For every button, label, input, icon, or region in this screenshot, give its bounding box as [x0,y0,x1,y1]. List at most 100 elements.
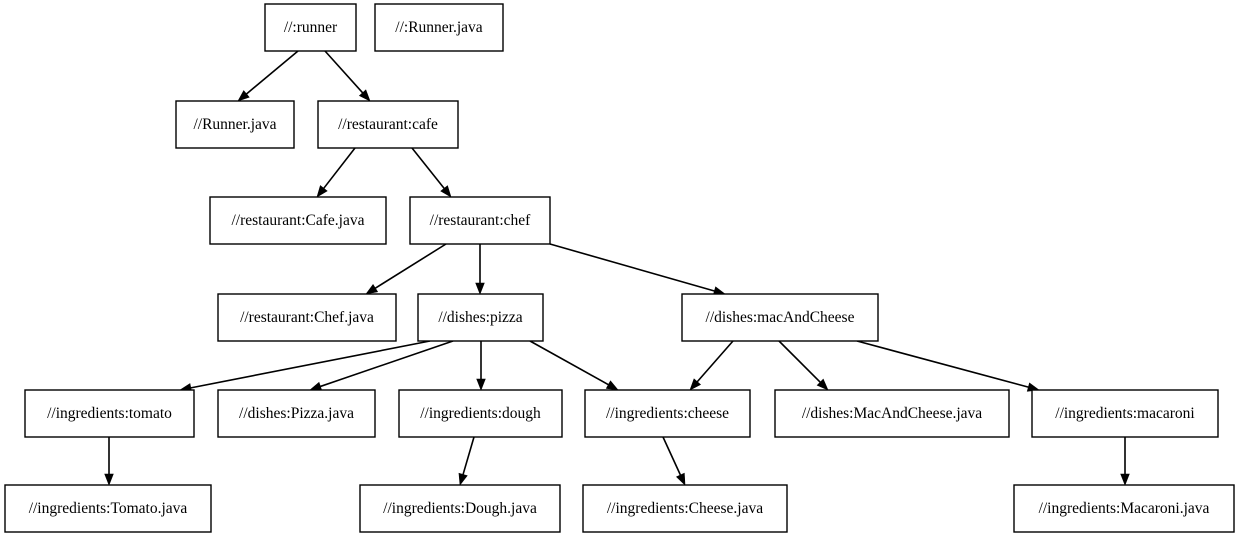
arrowhead-icon [104,473,114,486]
node-box[interactable] [681,293,879,342]
node-label: //restaurant:Cafe.java [232,212,365,229]
graph-edge [411,147,452,198]
node-box[interactable] [582,484,788,533]
arrowhead-icon [816,378,829,391]
node-label: //restaurant:cafe [338,116,438,133]
node-label: //ingredients:tomato [47,405,172,422]
graph-node-runner[interactable]: //:runner [264,3,357,52]
graph-edge [778,340,829,391]
graph-edge [309,340,454,391]
graph-node-runner_java_root[interactable]: //:Runner.java [374,3,504,52]
node-box[interactable] [417,293,544,342]
arrowhead-icon [358,89,371,102]
edge-line [529,340,609,386]
node-label: //ingredients:Dough.java [383,500,537,517]
graph-edge [662,436,686,486]
graph-edge [237,50,299,102]
node-label: //dishes:MacAndCheese.java [802,405,982,422]
graph-edge [458,436,475,486]
edge-line [411,147,445,189]
node-box[interactable] [1031,389,1219,438]
node-box[interactable] [209,196,387,245]
graph-node-tomato_java[interactable]: //ingredients:Tomato.java [4,484,212,533]
node-label: //:runner [284,19,338,36]
arrowhead-icon [476,378,486,391]
graph-edge [476,341,486,391]
node-box[interactable] [374,3,504,52]
arrowhead-icon [689,378,702,391]
graph-edge [856,340,1040,392]
arrowhead-icon [316,185,328,198]
edge-line [190,340,431,389]
arrowhead-icon [458,472,468,486]
arrowhead-icon [675,472,686,486]
node-label: //dishes:Pizza.java [239,405,354,422]
node-box[interactable] [4,484,212,533]
graph-node-macaroni_java[interactable]: //ingredients:Macaroni.java [1013,484,1235,533]
graph-node-ing_cheese[interactable]: //ingredients:cheese [584,389,751,438]
node-box[interactable] [584,389,751,438]
graph-node-dishes_mac[interactable]: //dishes:macAndCheese [681,293,879,342]
edge-line [696,340,734,383]
graph-node-runner_java[interactable]: //Runner.java [175,100,295,149]
edge-line [245,50,299,95]
node-box[interactable] [409,196,551,245]
graph-node-ing_macaroni[interactable]: //ingredients:macaroni [1031,389,1219,438]
graph-node-chef_java[interactable]: //restaurant:Chef.java [217,293,397,342]
arrowhead-icon [237,90,250,102]
arrowhead-icon [1120,473,1130,486]
edge-line [323,147,356,189]
node-label: //restaurant:chef [430,212,532,229]
graph-edge [104,437,114,486]
arrowhead-icon [365,283,379,295]
graph-node-cafe_java[interactable]: //restaurant:Cafe.java [209,196,387,245]
graph-node-pizza_java[interactable]: //dishes:Pizza.java [217,389,376,438]
graph-edge [1120,437,1130,486]
node-box[interactable] [24,389,195,438]
graph-edge [179,340,431,393]
arrowhead-icon [475,282,485,295]
node-label: //:Runner.java [395,19,483,36]
node-box[interactable] [217,389,376,438]
node-label: //ingredients:Cheese.java [607,500,763,517]
edges-layer [104,50,1130,486]
graph-node-dishes_pizza[interactable]: //dishes:pizza [417,293,544,342]
edge-line [462,436,475,475]
node-box[interactable] [175,100,295,149]
node-label: //Runner.java [193,116,276,133]
node-box[interactable] [317,100,459,149]
graph-node-restaurant_cafe[interactable]: //restaurant:cafe [317,100,459,149]
node-box[interactable] [359,484,561,533]
node-box[interactable] [774,389,1010,438]
node-label: //ingredients:macaroni [1055,405,1195,422]
edge-line [320,340,454,388]
edge-line [374,243,447,289]
graph-edge [324,50,371,102]
edge-line [662,436,682,476]
graph-edge [549,243,726,296]
node-box[interactable] [1013,484,1235,533]
node-box[interactable] [264,3,357,52]
arrowhead-icon [440,185,452,198]
graph-edge [316,147,356,198]
graph-edge [529,340,619,391]
node-box[interactable] [217,293,397,342]
node-box[interactable] [398,389,563,438]
graph-node-mac_java[interactable]: //dishes:MacAndCheese.java [774,389,1010,438]
graph-node-restaurant_chef[interactable]: //restaurant:chef [409,196,551,245]
graph-edge [365,243,447,295]
edge-line [856,340,1029,388]
arrowhead-icon [605,380,619,391]
node-label: //dishes:macAndCheese [706,309,855,326]
node-label: //restaurant:Chef.java [240,309,374,326]
graph-node-dough_java[interactable]: //ingredients:Dough.java [359,484,561,533]
graph-node-ing_tomato[interactable]: //ingredients:tomato [24,389,195,438]
graph-node-ing_dough[interactable]: //ingredients:dough [398,389,563,438]
graph-node-cheese_java[interactable]: //ingredients:Cheese.java [582,484,788,533]
nodes-layer: //:runner //:Runner.java //Runner.java //re… [4,3,1235,533]
node-label: //ingredients:cheese [606,405,729,422]
node-label: //ingredients:Tomato.java [29,500,188,517]
edge-line [324,50,364,94]
graph-edge [475,244,485,295]
